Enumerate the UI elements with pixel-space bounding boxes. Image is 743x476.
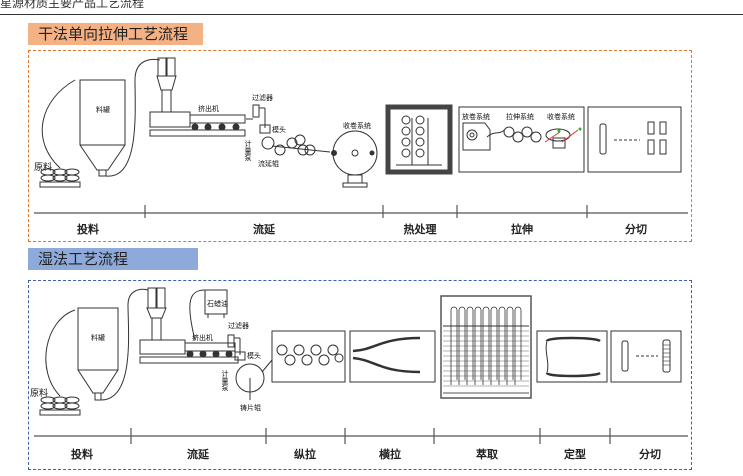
wet-extruder-icon bbox=[139, 287, 239, 364]
wet-chill-roll-icon bbox=[235, 359, 273, 400]
wet-raw-material-stack-icon bbox=[39, 396, 81, 416]
dry-winding-drum-icon bbox=[331, 130, 378, 188]
dry-equipment bbox=[39, 57, 682, 188]
wet-filter-die-icon bbox=[227, 334, 246, 361]
wet-label-hopper: 料罐 bbox=[91, 333, 105, 342]
wet-equipment bbox=[39, 287, 682, 416]
wet-stage-label: 横拉 bbox=[379, 448, 401, 461]
dry-stage-label: 分切 bbox=[625, 223, 647, 236]
dry-timeline bbox=[34, 205, 688, 218]
wet-td-stretch-unit-icon bbox=[349, 330, 436, 383]
dry-label-extruder: 挤出机 bbox=[198, 104, 219, 113]
dry-extruder-icon bbox=[149, 57, 246, 137]
wet-extraction-tank-icon bbox=[440, 295, 532, 399]
wet-stage-label: 投料 bbox=[71, 448, 93, 461]
dry-stage-label: 投料 bbox=[77, 223, 99, 236]
dry-hopper-icon bbox=[79, 79, 126, 177]
dry-label-stretch-system: 拉伸系统 bbox=[506, 112, 534, 121]
dry-stage-label: 流延 bbox=[253, 223, 275, 236]
dry-stage-label: 拉伸 bbox=[511, 223, 533, 236]
wet-label-raw-material: 原料 bbox=[30, 387, 48, 399]
wet-transfer-tube bbox=[100, 288, 149, 401]
page-title: 星源材质主要产品工艺流程 bbox=[0, 0, 145, 10]
dry-equipment-labels: 原料 料罐 挤出机 过滤器 计量泵 模头 流延辊 收卷系统 放卷系统 拉伸系统 … bbox=[34, 93, 575, 173]
dry-casting-rollers-icon bbox=[261, 134, 331, 156]
dry-raw-material-stack-icon bbox=[39, 168, 81, 188]
dry-heat-treatment-oven-icon bbox=[385, 104, 453, 175]
wet-paraffin-oil-tank-icon bbox=[189, 289, 228, 341]
dry-label-hopper: 料罐 bbox=[96, 105, 110, 114]
wet-stage-label: 定型 bbox=[564, 448, 586, 461]
wet-slitting-unit-icon bbox=[610, 330, 682, 383]
wet-label-chill-roll: 铸片辊 bbox=[240, 403, 261, 412]
dry-filter-die-icon bbox=[246, 104, 271, 134]
wet-stage-label: 分切 bbox=[639, 448, 661, 461]
wet-label-filter: 过滤器 bbox=[228, 321, 249, 330]
wet-stage-label: 萃取 bbox=[476, 448, 498, 461]
dry-label-winding-system: 收卷系统 bbox=[343, 121, 371, 130]
dry-label-raw-material: 原料 bbox=[34, 161, 52, 173]
dry-feed-tube bbox=[41, 79, 76, 169]
wet-stage-label: 纵拉 bbox=[294, 448, 316, 461]
dry-label-casting-roll: 流延辊 bbox=[258, 159, 279, 168]
dry-stretching-unit-icon bbox=[458, 106, 585, 173]
wet-process-title: 湿法工艺流程 bbox=[28, 248, 198, 270]
wet-stage-label: 流延 bbox=[187, 448, 209, 461]
wet-feed-tube bbox=[45, 309, 76, 397]
wet-equipment-labels: 原料 料罐 石蜡油 挤出机 过滤器 计量泵 模头 铸片辊 bbox=[30, 299, 261, 412]
wet-label-paraffin-oil: 石蜡油 bbox=[207, 299, 228, 308]
wet-hopper-icon bbox=[77, 307, 119, 401]
wet-timeline bbox=[34, 428, 688, 444]
dry-label-die: 模头 bbox=[272, 125, 286, 134]
dry-transfer-tube bbox=[105, 58, 161, 177]
dry-stage-label: 热处理 bbox=[403, 223, 437, 236]
dry-process-title: 干法单向拉伸工艺流程 bbox=[28, 23, 203, 45]
wet-heat-setting-unit-icon bbox=[536, 330, 608, 383]
dry-slitting-unit-icon bbox=[587, 106, 682, 173]
wet-process-frame bbox=[28, 280, 692, 470]
wet-label-extruder: 挤出机 bbox=[192, 333, 213, 342]
wet-md-stretch-unit-icon bbox=[271, 330, 346, 383]
title-divider bbox=[0, 14, 743, 15]
dry-label-unwind-system: 放卷系统 bbox=[462, 112, 490, 121]
dry-label-filter: 过滤器 bbox=[252, 93, 273, 102]
wet-label-metering-pump: 计量泵 bbox=[221, 369, 229, 391]
dry-process-frame bbox=[28, 50, 692, 242]
wet-label-die: 模头 bbox=[247, 351, 261, 360]
dry-label-rewind-system: 收卷系统 bbox=[547, 112, 575, 121]
dry-label-metering-pump: 计量泵 bbox=[244, 139, 252, 161]
